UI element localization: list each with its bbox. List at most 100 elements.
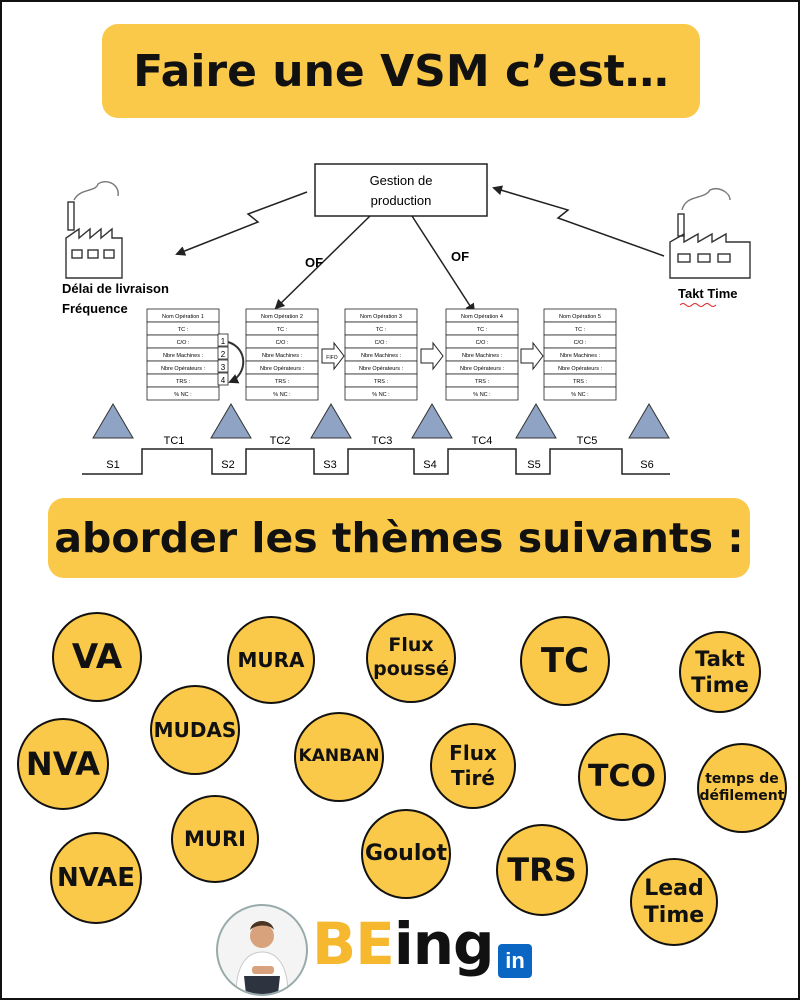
- process-box: Nom Opération 2TC :C/O :Nbre Machines :N…: [245, 308, 319, 401]
- subtitle-text: aborder les thèmes suivants :: [54, 514, 744, 562]
- theme-label: temps de défilement: [699, 770, 785, 805]
- process-row-label: Nbre Opérateurs :: [260, 366, 304, 372]
- theme-bubble-trs: TRS: [496, 824, 588, 916]
- theme-label: Takt Time: [691, 646, 749, 697]
- customer-takt-label: Takt Time: [678, 286, 737, 301]
- timeline-cycle-label: TC3: [372, 435, 393, 447]
- process-row-label: TRS :: [176, 379, 191, 385]
- theme-label: Flux poussé: [373, 634, 449, 680]
- process-box: Nom Opération 1TC :C/O :Nbre Machines :N…: [146, 308, 220, 401]
- process-row-label: C/O :: [276, 340, 289, 346]
- theme-bubble-flux-tire: Flux Tiré: [430, 723, 516, 809]
- theme-bubble-temps-defilement: temps de défilement: [697, 743, 787, 833]
- supplier-label-line1: Délai de livraison: [62, 281, 169, 296]
- title-banner: Faire une VSM c’est…: [102, 24, 700, 118]
- process-name: Nom Opération 4: [461, 314, 503, 320]
- process-row-label: Nbre Opérateurs :: [161, 366, 205, 372]
- process-row-label: Nbre Opérateurs :: [359, 366, 403, 372]
- process-row-label: TC :: [477, 327, 488, 333]
- timeline-cycle-label: TC1: [164, 435, 185, 447]
- customer-factory-icon: [669, 188, 751, 279]
- timeline-line: [82, 448, 670, 475]
- management-label-line1: Gestion de: [370, 173, 433, 188]
- process-box: Nom Opération 4TC :C/O :Nbre Machines :N…: [445, 308, 519, 401]
- avatar: [216, 904, 308, 996]
- supplier-factory-icon: [65, 180, 123, 279]
- vsm-diagram: Gestion de production OF OF Délai de liv…: [62, 163, 751, 475]
- subtitle-banner: aborder les thèmes suivants :: [48, 498, 750, 578]
- of-label-right: OF: [451, 249, 469, 264]
- kanban-number-3: 3: [221, 363, 226, 372]
- theme-label: MURI: [184, 826, 246, 851]
- process-row-label: Nbre Opérateurs :: [460, 366, 504, 372]
- process-row-label: TC :: [575, 327, 586, 333]
- theme-bubble-mudas: MUDAS: [150, 685, 240, 775]
- theme-label: NVAE: [57, 862, 135, 893]
- inventory-triangle: [210, 403, 252, 439]
- of-arrow-right: [411, 215, 476, 314]
- theme-bubble-flux-pousse: Flux poussé: [366, 613, 456, 703]
- timeline-cycle-label: TC5: [577, 435, 598, 447]
- process-row-label: C/O :: [375, 340, 388, 346]
- theme-label: NVA: [25, 745, 101, 783]
- process-row-label: C/O :: [177, 340, 190, 346]
- theme-label: KANBAN: [298, 746, 380, 767]
- process-row-label: % NC :: [174, 392, 192, 398]
- theme-bubble-va: VA: [52, 612, 142, 702]
- theme-bubble-tco: TCO: [578, 733, 666, 821]
- of-label-left: OF: [305, 255, 323, 270]
- inventory-triangle: [515, 403, 557, 439]
- info-arrow-to-supplier: [175, 191, 308, 256]
- theme-bubble-muri: MURI: [171, 795, 259, 883]
- theme-label: Flux Tiré: [449, 741, 497, 790]
- inventory-triangle: [628, 403, 670, 439]
- theme-label: Lead Time: [643, 875, 705, 929]
- process-name: Nom Opération 2: [261, 314, 303, 320]
- process-row-label: Nbre Machines :: [462, 353, 503, 359]
- push-arrow: [520, 341, 544, 371]
- push-arrow: [420, 341, 444, 371]
- process-row-label: % NC :: [473, 392, 491, 398]
- process-row-label: % NC :: [372, 392, 390, 398]
- kanban-number-4: 4: [221, 376, 226, 385]
- process-row-label: Nbre Machines :: [262, 353, 303, 359]
- process-name: Nom Opération 3: [360, 314, 402, 320]
- brand-be: BE: [312, 910, 395, 978]
- process-row-label: Nbre Opérateurs :: [558, 366, 602, 372]
- process-row-label: % NC :: [571, 392, 589, 398]
- timeline-cycle-label: TC2: [270, 435, 291, 447]
- theme-label: TC: [540, 640, 590, 681]
- process-row-label: Nbre Machines :: [163, 353, 204, 359]
- kanban-number-2: 2: [221, 350, 226, 359]
- theme-label: MURA: [237, 647, 305, 672]
- management-label-line2: production: [371, 193, 432, 208]
- linkedin-icon[interactable]: in: [498, 944, 532, 978]
- kanban-stack: 1 2 3 4: [217, 333, 245, 386]
- brand-ing: ing: [393, 910, 495, 978]
- theme-label: TCO: [588, 759, 656, 795]
- process-row-label: % NC :: [273, 392, 291, 398]
- kanban-number-1: 1: [221, 337, 226, 346]
- theme-bubble-lead-time: Lead Time: [630, 858, 718, 946]
- fifo-label: FIFO: [326, 355, 337, 361]
- theme-label: Goulot: [364, 841, 447, 867]
- timeline-stock-label: S3: [323, 459, 336, 471]
- theme-bubble-nvae: NVAE: [50, 832, 142, 924]
- inventory-triangle: [411, 403, 453, 439]
- process-name: Nom Opération 1: [162, 314, 204, 320]
- supplier-label-line2: Fréquence: [62, 301, 128, 316]
- process-boxes: Nom Opération 1 TC : C/O : Nbre Machines : N…: [146, 308, 617, 401]
- of-arrow-left: [274, 215, 371, 310]
- page-title: Faire une VSM c’est…: [133, 45, 669, 97]
- brand-wordmark: BEing: [312, 910, 495, 978]
- process-row-label: TRS :: [374, 379, 389, 385]
- process-row-label: C/O :: [574, 340, 587, 346]
- process-row-label: Nbre Machines :: [361, 353, 402, 359]
- process-row-label: TRS :: [275, 379, 290, 385]
- theme-label: MUDAS: [153, 717, 237, 742]
- theme-label: VA: [71, 636, 123, 677]
- process-box: Nom Opération 5TC :C/O :Nbre Machines :N…: [543, 308, 617, 401]
- process-row-label: TC :: [376, 327, 387, 333]
